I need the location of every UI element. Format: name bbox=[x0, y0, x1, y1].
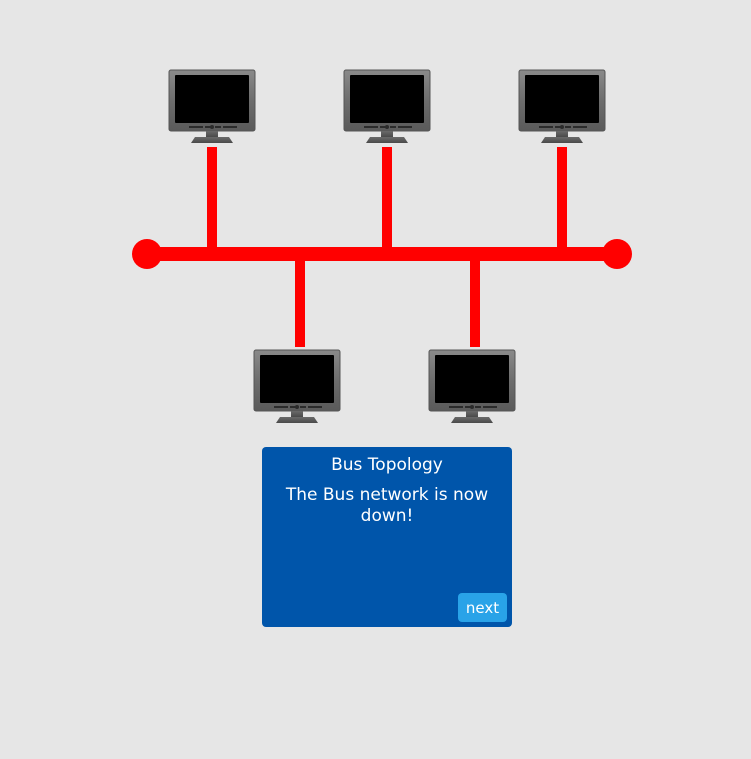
info-panel: Bus Topology The Bus network is now down… bbox=[262, 447, 512, 627]
drop-lines bbox=[207, 147, 567, 347]
bus-terminator-right bbox=[602, 239, 632, 269]
bus-terminator-left bbox=[132, 239, 162, 269]
monitor-icon bbox=[428, 349, 516, 424]
drop-line bbox=[382, 147, 392, 251]
bus-cable bbox=[132, 239, 632, 269]
drop-line bbox=[295, 257, 305, 347]
monitor-icon bbox=[253, 349, 341, 424]
drop-line bbox=[470, 257, 480, 347]
panel-message: The Bus network is now down! bbox=[285, 485, 489, 526]
panel-title: Bus Topology bbox=[331, 455, 443, 475]
next-button[interactable]: next bbox=[458, 593, 507, 622]
drop-line bbox=[207, 147, 217, 251]
drop-line bbox=[557, 147, 567, 251]
monitor-icon bbox=[168, 69, 256, 144]
monitor-icon bbox=[518, 69, 606, 144]
monitor-icon bbox=[343, 69, 431, 144]
